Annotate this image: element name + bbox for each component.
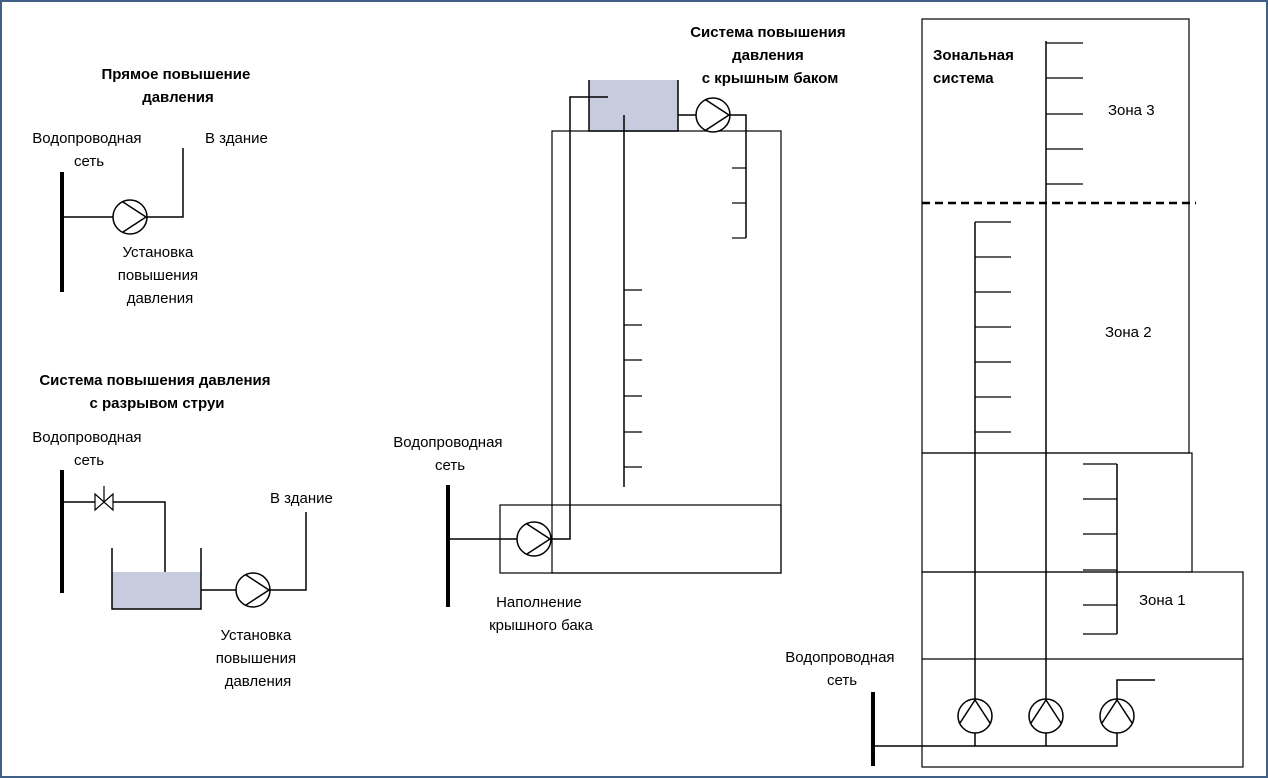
zone-1-riser <box>1116 679 1155 699</box>
zone-2-taps <box>975 221 1011 433</box>
valve-icon <box>94 486 114 512</box>
zonal-title: Зональная система <box>933 47 1018 87</box>
roof-tank-title: Система повышения давления с крышным бак… <box>690 24 850 87</box>
zonal-header-pipe <box>873 733 1118 747</box>
zonal-lower-block <box>921 571 1244 768</box>
zone-2-label: Зона 2 <box>1105 324 1152 341</box>
zone-3-taps <box>1046 42 1083 185</box>
break-tank-pump-icon <box>235 572 271 608</box>
zone-1-pump-icon <box>1099 698 1135 734</box>
roof-tank-diagram: Система повышения давления с крышным бак… <box>393 24 850 634</box>
direct-title: Прямое повышение давления <box>102 66 255 106</box>
roof-tank-mains-label: Водопроводная сеть <box>393 434 506 474</box>
roof-tank-fill-riser <box>551 96 608 540</box>
break-tank-pipe-out <box>270 512 307 591</box>
zone-1-label: Зона 1 <box>1139 592 1186 609</box>
roof-tank-pump-icon <box>695 97 731 133</box>
roof-tank-water <box>589 80 678 131</box>
zone-3-label: Зона 3 <box>1108 102 1155 119</box>
zone-1-taps <box>1083 463 1117 635</box>
direct-to-building-label: В здание <box>205 130 268 147</box>
zone-3-pump-icon <box>1028 698 1064 734</box>
break-tank-diagram: Система повышения давления с разрывом ст… <box>32 372 333 690</box>
roof-tank <box>588 80 679 132</box>
direct-boost-diagram: Прямое повышение давления Водопроводная … <box>32 66 268 307</box>
break-tank-title: Система повышения давления с разрывом ст… <box>39 372 274 412</box>
break-tank-to-building-label: В здание <box>270 490 333 507</box>
break-tank-mains-label: Водопроводная сеть <box>32 429 145 469</box>
direct-mains-label: Водопроводная сеть <box>32 130 145 170</box>
roof-tank-lower-taps <box>624 289 642 468</box>
break-tank-water <box>112 572 201 609</box>
direct-pipe-out <box>147 148 184 218</box>
roof-tank-pump-riser <box>730 114 747 238</box>
direct-pump-icon <box>112 199 148 235</box>
break-tank <box>111 548 202 610</box>
zone-2-pump-icon <box>957 698 993 734</box>
roof-tank-fill-pump-icon <box>516 521 552 557</box>
direct-unit-label: Установка повышения давления <box>118 244 203 307</box>
roof-tank-fill-label: Наполнение крышного бака <box>489 594 593 634</box>
zonal-mains-label: Водопроводная сеть <box>785 649 898 689</box>
break-tank-unit-label: Установка повышения давления <box>216 627 301 690</box>
zonal-diagram: Зональная система Зона 3 Зона 2 Зона 1 В… <box>785 18 1244 768</box>
roof-tank-upper-taps <box>732 167 746 239</box>
